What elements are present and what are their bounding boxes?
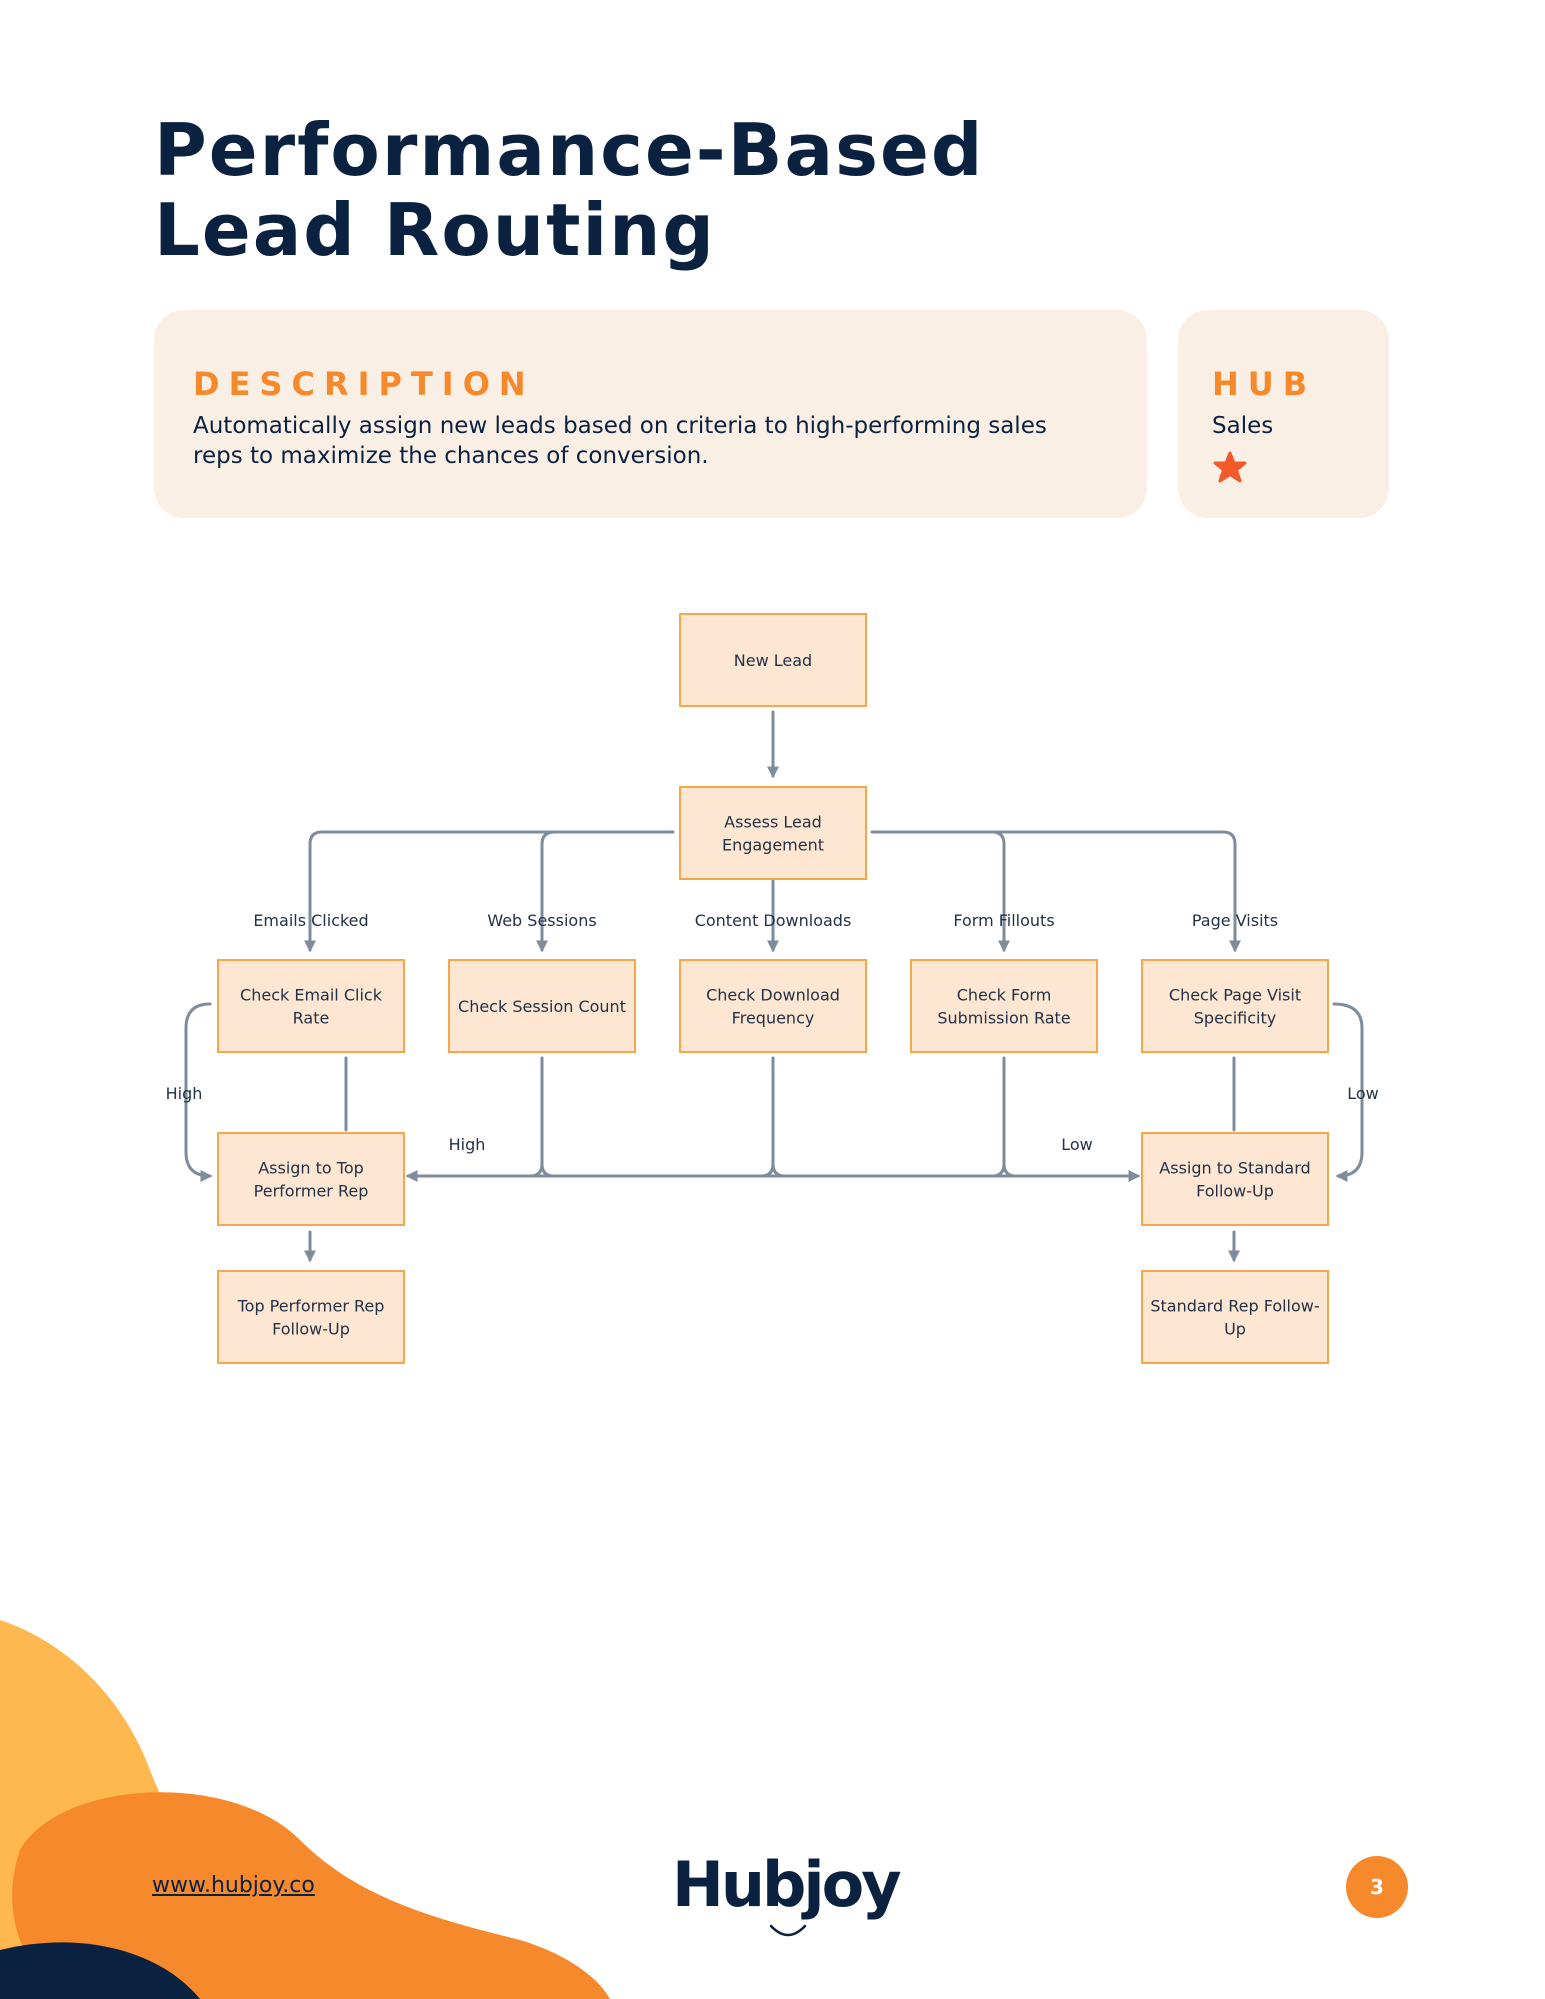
edge-form-down [990,1056,1006,1178]
hub-value: Sales [1212,413,1274,439]
node-label-line: Specificity [1194,1009,1276,1028]
label-high-mid: High [449,1135,486,1154]
edge-session-down [528,1056,544,1178]
description-card: DESCRIPTION Automatically assign new lea… [154,310,1147,518]
edge-form-right [1002,1162,1018,1178]
edge-assess-to-session [536,830,557,953]
label-web-sessions: Web Sessions [487,911,596,930]
page-number-badge: 3 [1346,1856,1408,1918]
label-high-left: High [166,1084,203,1103]
connector-lines [184,710,1364,1263]
node-label-line: Follow-Up [1196,1182,1274,1201]
logo-smile-icon [769,1924,807,1937]
edge-download-right [771,1162,787,1178]
label-emails-clicked: Emails Clicked [253,911,368,930]
hub-heading: HUB [1212,365,1317,403]
edge-assess-to-form [870,830,1010,953]
edge-email-high-loop [184,1002,213,1182]
decorative-wave-shapes [0,1620,610,1999]
page-title: Performance-Based Lead Routing [154,108,985,272]
node-label-line: New Lead [734,651,812,670]
edge-assess-to-page [988,830,1241,953]
node-label-line: Engagement [722,836,824,855]
edge-labels: Emails Clicked Web Sessions Content Down… [166,911,1379,1154]
label-low-right: Low [1347,1084,1379,1103]
node-label-line: Rate [293,1009,330,1028]
orange-wave-shape [12,1792,610,1999]
navy-wave-shape [0,1942,200,1999]
node-label-line: Check Download [706,986,840,1005]
node-label-line: Frequency [732,1009,815,1028]
label-form-fillouts: Form Fillouts [953,911,1054,930]
node-label-line: Assign to Standard [1159,1159,1310,1178]
node-label-line: Assign to Top [258,1159,364,1178]
node-label-line: Check Page Visit [1169,986,1301,1005]
node-label-line: Performer Rep [254,1182,369,1201]
node-label-line: Assess Lead [724,813,822,832]
node-label-line: Up [1224,1320,1246,1339]
label-low-mid: Low [1061,1135,1093,1154]
edge-assess-to-email [304,830,675,953]
edge-download-down [759,1056,775,1178]
label-page-visits: Page Visits [1192,911,1278,930]
node-label-line: Check Session Count [458,997,626,1016]
sales-star-icon [1213,451,1247,483]
node-check-session-count: Check Session Count [448,959,636,1053]
node-new-lead: New Lead [679,613,867,707]
website-link[interactable]: www.hubjoy.co [152,1873,315,1898]
node-label-line: Check Email Click [240,986,383,1005]
hub-card: HUB Sales [1178,310,1389,518]
node-label-line: Submission Rate [937,1009,1070,1028]
description-text: Automatically assign new leads based on … [193,413,1047,469]
description-heading: DESCRIPTION [193,365,535,403]
edge-session-right [540,1162,556,1178]
node-label-line: Check Form [957,986,1052,1005]
node-label-line: Top Performer Rep [237,1297,385,1316]
hubjoy-logo: Hubjoy [672,1848,902,1921]
node-label-line: Follow-Up [272,1320,350,1339]
label-content-downloads: Content Downloads [695,911,852,930]
edge-page-low-loop [1332,1002,1364,1182]
node-standard-rep-followup: Standard Rep Follow- Up [1141,1270,1329,1364]
node-label-line: Standard Rep Follow- [1150,1297,1319,1316]
